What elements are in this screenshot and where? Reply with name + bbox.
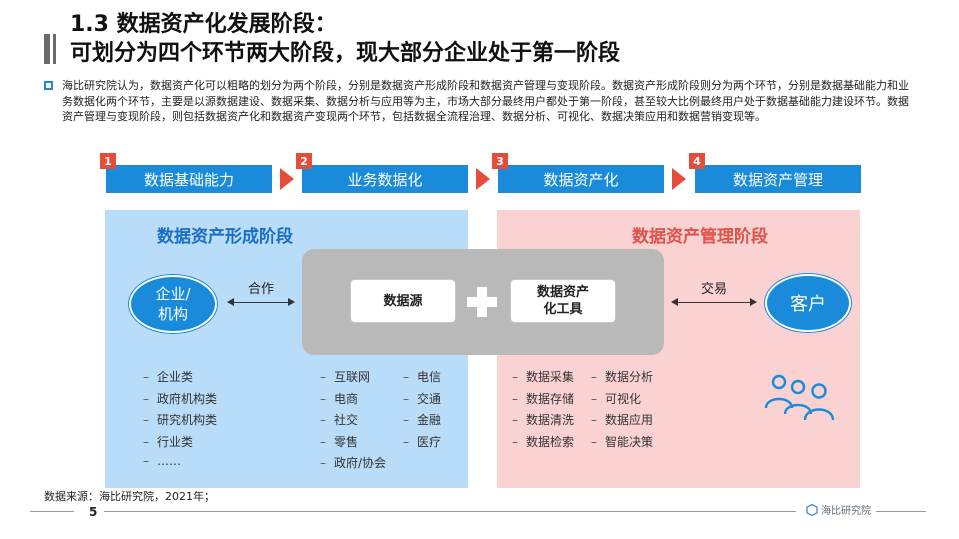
- people-group-icon: [764, 374, 835, 421]
- intro-text: 海比研究院认为，数据资产化可以粗略的划分为两个阶段，分别是数据资产形成阶段和数据…: [62, 79, 909, 123]
- step-label: 数据基础能力: [143, 170, 234, 189]
- list-item: –数据采集: [512, 370, 575, 384]
- source-list-col1: –互联网 –电商 –社交 –零售 –政府/协会: [320, 368, 386, 476]
- list-item: –电商: [320, 391, 359, 406]
- list-item: –研究机构类: [143, 413, 218, 427]
- enterprise-type-list: –企业类 –政府机构类 –研究机构类 –行业类 –……: [143, 368, 217, 476]
- brand-logo: 海比研究院: [806, 502, 871, 517]
- asset-tool-label-line2: 化工具: [543, 302, 583, 317]
- stage-formation-title: 数据资产形成阶段: [157, 227, 293, 247]
- page-title: 1.3 数据资产化发展阶段：: [70, 12, 337, 37]
- list-item: –数据应用: [591, 413, 654, 427]
- page-number: 5: [89, 505, 98, 519]
- data-source-box: 数据源: [350, 279, 456, 323]
- list-item: –行业类: [143, 434, 194, 449]
- enterprise-circle: 企业/ 机构: [129, 275, 217, 333]
- step-label: 业务数据化: [347, 170, 423, 189]
- list-item: –智能决策: [591, 434, 654, 449]
- list-item: –数据检索: [512, 434, 575, 449]
- square-bullet-icon: [44, 81, 53, 90]
- list-item: –社交: [320, 413, 359, 427]
- step-4: 4 数据资产管理: [689, 153, 861, 193]
- source-list-col2: –电信 –交通 –金融 –医疗: [403, 368, 441, 454]
- list-item: –零售: [320, 434, 359, 449]
- asset-tool-box: 数据资产 化工具: [510, 279, 616, 323]
- footer-divider: [30, 511, 74, 512]
- list-item: –医疗: [403, 434, 442, 449]
- footer-divider: [104, 511, 796, 512]
- list-item: –金融: [403, 413, 442, 427]
- logo-text: 海比研究院: [821, 506, 871, 517]
- double-arrow-icon: [227, 298, 295, 306]
- step-1: 1 数据基础能力: [100, 153, 272, 193]
- step-label: 数据资产化: [543, 170, 619, 189]
- data-source-label: 数据源: [383, 293, 423, 309]
- arrow-right-icon: [280, 168, 294, 190]
- step-label: 数据资产管理: [732, 170, 823, 189]
- step-number: 4: [689, 153, 705, 169]
- list-item: –数据清洗: [512, 413, 575, 427]
- step-number: 3: [492, 153, 508, 169]
- list-item: –互联网: [320, 370, 371, 384]
- arrow-right-icon: [672, 168, 686, 190]
- double-arrow-icon: [671, 298, 757, 306]
- title-decor-bar-thin: [53, 34, 56, 64]
- arrow-right-icon: [476, 168, 490, 190]
- tool-list-col2: –数据分析 –可视化 –数据应用 –智能决策: [591, 368, 653, 454]
- step-number: 1: [100, 153, 116, 169]
- stage-management-title: 数据资产管理阶段: [632, 227, 768, 247]
- transaction-label: 交易: [701, 282, 728, 297]
- list-item: –电信: [403, 370, 442, 384]
- data-source-note: 数据来源：海比研究院，2021年；: [44, 490, 215, 503]
- asset-tool-label-line1: 数据资产: [536, 285, 589, 300]
- list-item: –……: [143, 454, 181, 468]
- list-item: –交通: [403, 391, 442, 406]
- enterprise-label-line1: 企业/: [155, 285, 191, 303]
- logo-hex-icon: [806, 503, 818, 516]
- enterprise-label-line2: 机构: [157, 305, 188, 323]
- footer-divider: [876, 511, 926, 512]
- intro-paragraph: 海比研究院认为，数据资产化可以粗略的划分为两个阶段，分别是数据资产形成阶段和数据…: [44, 78, 919, 125]
- customer-circle: 客户: [765, 274, 851, 332]
- step-3: 3 数据资产化: [492, 153, 664, 193]
- step-number: 2: [296, 153, 312, 169]
- plus-icon-bar: [467, 297, 497, 307]
- list-item: –可视化: [591, 391, 642, 406]
- page-subtitle: 可划分为四个环节两大阶段，现大部分企业处于第一阶段: [70, 41, 621, 66]
- list-item: –政府机构类: [143, 391, 218, 406]
- list-item: –数据存储: [512, 391, 575, 406]
- title-decor-bar: [44, 34, 50, 64]
- list-item: –数据分析: [591, 370, 654, 384]
- list-item: –政府/协会: [320, 456, 387, 470]
- cooperation-label: 合作: [248, 282, 275, 297]
- step-2: 2 业务数据化: [296, 153, 468, 193]
- list-item: –企业类: [143, 370, 194, 384]
- tool-list-col1: –数据采集 –数据存储 –数据清洗 –数据检索: [512, 368, 574, 454]
- customer-label: 客户: [790, 294, 826, 315]
